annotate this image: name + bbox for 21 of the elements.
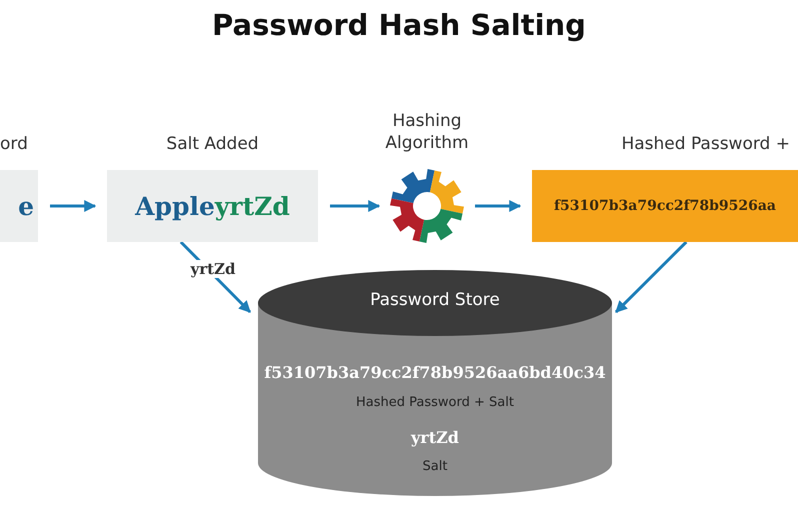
- field-label: Salt: [422, 459, 448, 474]
- box-heading: Salt Added: [165, 134, 260, 154]
- password-text: Apple: [135, 192, 215, 220]
- box-heading: Hashed Password +: [621, 134, 790, 154]
- store-title: Password Store: [370, 290, 500, 310]
- arrow: [475, 200, 522, 212]
- box-heading: ord: [0, 134, 28, 154]
- arrow: [614, 240, 688, 314]
- password-text: e: [18, 192, 34, 220]
- diagram-title: Password Hash Salting: [211, 8, 587, 42]
- step-heading: Hashing Algorithm: [384, 110, 470, 154]
- field-label: Hashed Password + Salt: [356, 395, 514, 410]
- arrow: [330, 200, 380, 212]
- hash-value: f53107b3a79cc2f78b9526aa: [554, 198, 776, 214]
- password-box: [107, 170, 318, 242]
- arrow: [50, 200, 96, 212]
- edge-label: yrtZd: [188, 260, 238, 278]
- hash-box: [532, 170, 798, 242]
- hash-value: f53107b3a79cc2f78b9526aa6bd40c34: [264, 363, 606, 382]
- password-text: yrtZd: [214, 192, 290, 220]
- salt-value: yrtZd: [411, 428, 459, 447]
